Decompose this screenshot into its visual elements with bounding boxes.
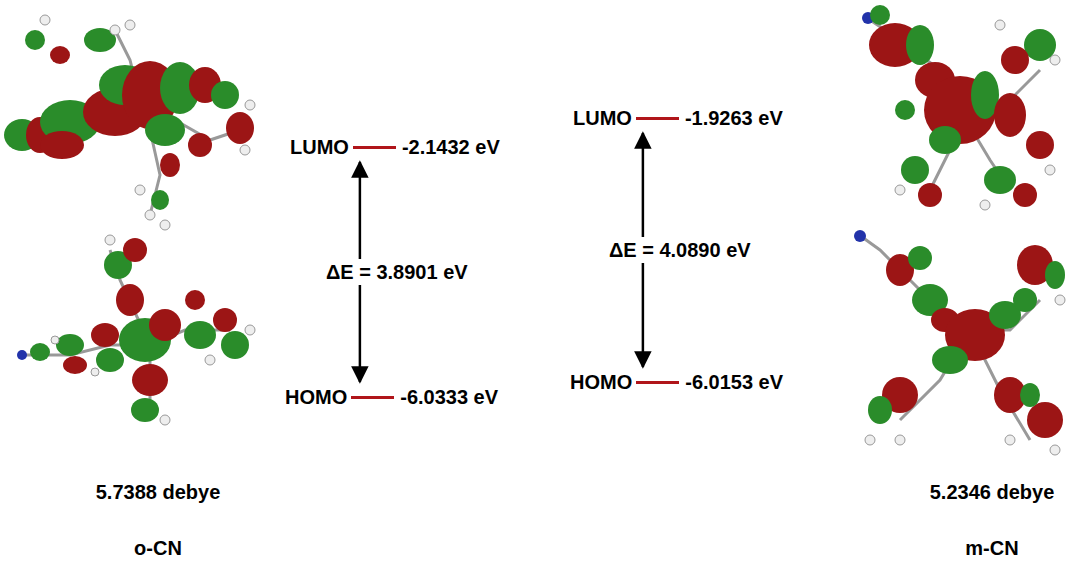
orbital-name: LUMO [290,135,349,159]
orbital-name: HOMO [570,370,632,394]
energy-gap: ΔE = 3.8901 eV [324,259,470,285]
homo-orbital-ocn [17,235,255,425]
dipole-moment: 5.2346 debye [930,480,1055,504]
energy-value: -1.9263 eV [685,106,783,130]
level-line [636,117,679,120]
dipole-moment: 5.7388 debye [96,480,221,504]
level-line [351,396,394,399]
level-line [353,146,396,149]
energy-level: HOMO -6.0153 eV [570,370,783,394]
energy-value: -6.0333 eV [400,385,498,409]
orbital-name: HOMO [285,385,347,409]
lumo-orbital-mcn [862,5,1060,210]
compound-name: m-CN [965,536,1018,560]
orbital-name: LUMO [573,106,632,130]
energy-level: LUMO -2.1432 eV [290,135,500,159]
compound-name: o-CN [134,536,182,560]
energy-value: -6.0153 eV [685,370,783,394]
energy-level: HOMO -6.0333 eV [285,385,498,409]
homo-orbital-mcn [854,230,1065,455]
lumo-orbital-ocn [4,15,255,230]
energy-level: LUMO -1.9263 eV [573,106,783,130]
energy-value: -2.1432 eV [402,135,500,159]
energy-gap: ΔE = 4.0890 eV [607,237,753,263]
level-line [636,381,679,384]
